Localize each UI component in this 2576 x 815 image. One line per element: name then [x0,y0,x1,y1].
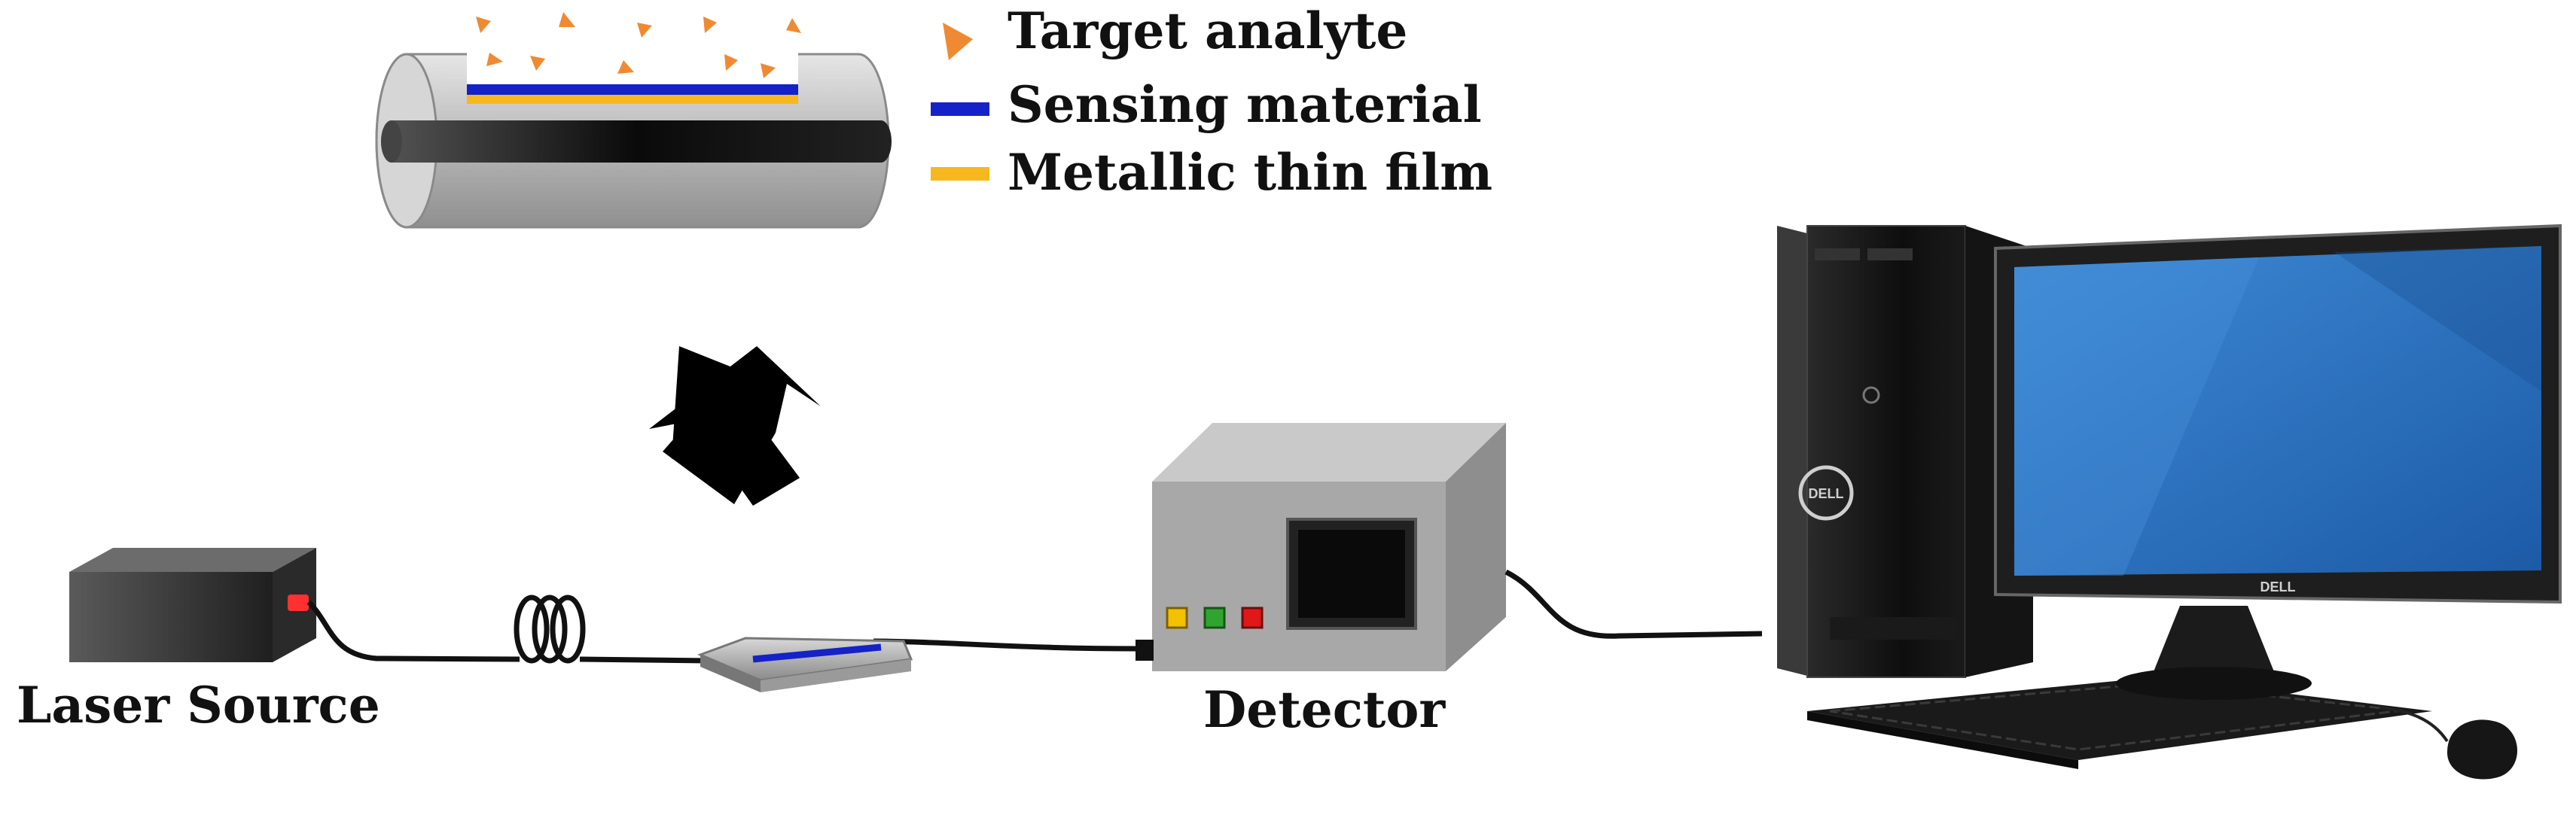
legend: Target analyte Sensing material Metallic… [931,2,1492,202]
laser-source-label: Laser Source [17,676,380,734]
desktop-computer: DELL DELL [1777,224,2562,780]
metallic-thin-film-layer [467,95,798,104]
monitor-brand-text: DELL [2260,579,2296,595]
legend-sensing-swatch [931,102,989,116]
detector-led-red [1241,607,1264,629]
legend-triangle-icon [943,23,973,60]
tower-power-icon [1862,386,1880,404]
fiber-cross-section [375,39,892,229]
laser-output-port [288,595,309,611]
legend-metal-swatch [931,167,989,181]
detector-led-yellow [1166,607,1188,629]
monitor-stand [2116,606,2312,700]
sensor-probe [697,637,913,692]
detector-led-green [1203,607,1226,629]
keyboard [1807,677,2432,769]
legend-label-sensing-material: Sensing material [1008,75,1482,134]
tower-brand-text: DELL [1809,486,1844,501]
detector-computer-cable [1504,569,1763,639]
fiber-core [381,120,892,163]
sensing-material-layer [467,84,798,95]
detector-input-port [1136,640,1154,661]
dell-logo-icon [1798,465,1854,521]
detector [1136,423,1506,671]
legend-label-metallic-thin-film: Metallic thin film [1008,143,1492,202]
zoom-arrow-icon-shape [672,346,800,506]
monitor-screen [2014,246,2541,576]
mouse [2379,706,2518,780]
target-analyte-particles [476,12,801,78]
monitor: DELL [1994,224,2562,604]
laser-source [69,548,316,662]
detector-label: Detector [1203,680,1446,739]
legend-label-target-analyte: Target analyte [1008,2,1407,60]
